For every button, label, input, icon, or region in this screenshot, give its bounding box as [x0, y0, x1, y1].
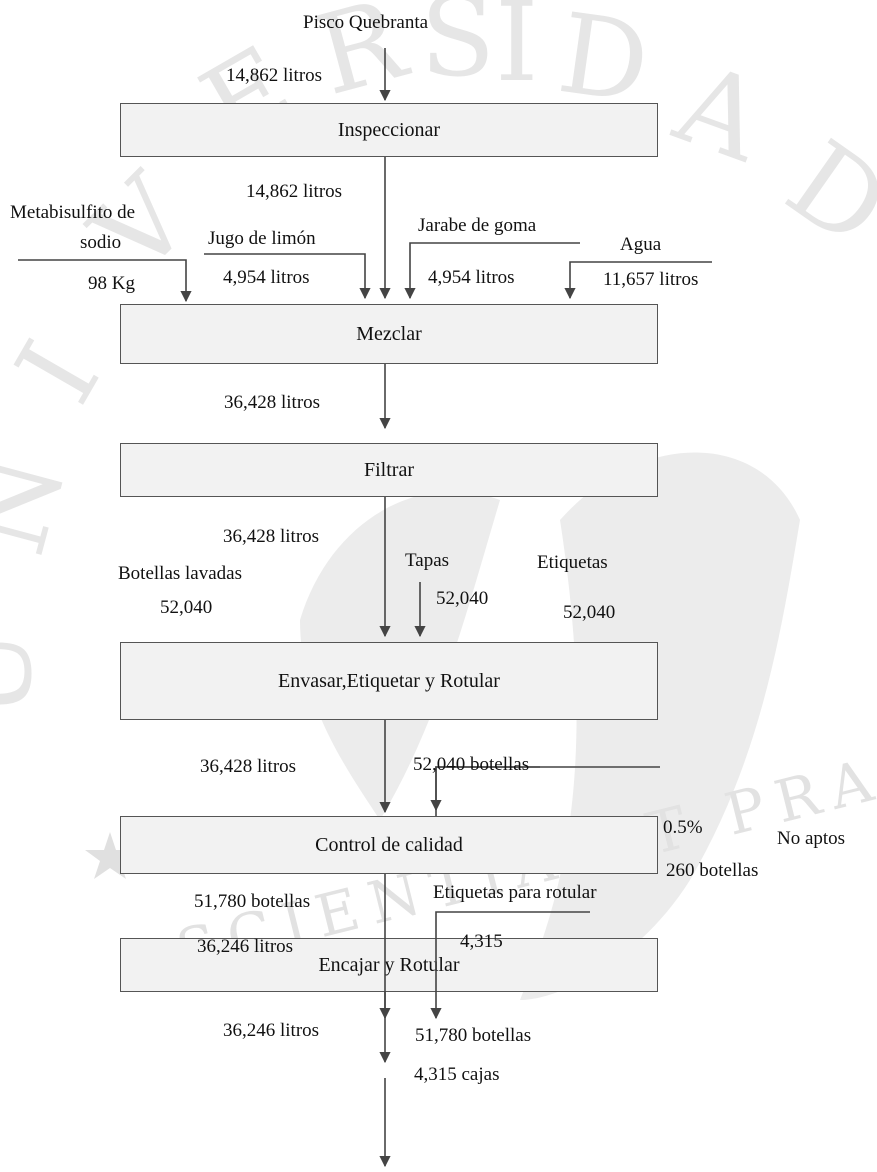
input-tapas-qty: 52,040 [436, 588, 489, 609]
step-label: Control de calidad [315, 833, 463, 856]
step-label: Inspeccionar [337, 118, 441, 141]
input-agua-qty: 11,657 litros [603, 269, 699, 290]
flow-envasar-out-litros: 36,428 litros [200, 756, 297, 777]
flow-mezclar-out: 36,428 litros [224, 392, 321, 413]
reject-pct: 0.5% [663, 817, 703, 838]
flow-final-botellas: 51,780 botellas [415, 1025, 532, 1046]
input-limon-qty: 4,954 litros [223, 267, 310, 288]
step-label: Encajar y Rotular [318, 953, 460, 976]
input-etiquetas-name: Etiquetas [537, 552, 608, 573]
input-pisco-name: Pisco Quebranta [303, 12, 429, 33]
step-label: Mezclar [356, 322, 422, 345]
input-etiquetas-rotular-qty: 4,315 [460, 931, 503, 952]
reject-label: No aptos [777, 828, 846, 849]
flow-filtrar-out: 36,428 litros [223, 526, 320, 547]
input-botellas-qty: 52,040 [160, 597, 213, 618]
step-control-calidad: Control de calidad [120, 816, 658, 874]
reject-qty: 260 botellas [666, 860, 759, 881]
input-goma-qty: 4,954 litros [428, 267, 515, 288]
step-label: Envasar,Etiquetar y Rotular [278, 669, 500, 692]
wm-letter: I [495, 0, 538, 106]
flow-final-cajas: 4,315 cajas [414, 1064, 500, 1085]
flow-control-out-botellas: 51,780 botellas [194, 891, 311, 912]
input-agua-name: Agua [620, 234, 662, 255]
input-pisco-qty: 14,862 litros [226, 65, 323, 86]
input-goma-name: Jarabe de goma [418, 215, 537, 236]
input-metabisulfito-qty: 98 Kg [88, 273, 135, 294]
step-filtrar: Filtrar [120, 443, 658, 497]
input-metabisulfito-name-2: sodio [80, 232, 122, 253]
input-etiquetas-rotular-name: Etiquetas para rotular [433, 882, 597, 903]
step-label: Filtrar [364, 458, 414, 481]
step-mezclar: Mezclar [120, 304, 658, 364]
flow-inspeccionar-out: 14,862 litros [246, 181, 343, 202]
step-encajar: Encajar y Rotular [120, 938, 658, 992]
input-limon-name: Jugo de limón [208, 228, 316, 249]
wm-letter: U [0, 627, 56, 720]
input-botellas-name: Botellas lavadas [118, 563, 242, 584]
input-etiquetas-qty: 52,040 [563, 602, 616, 623]
input-metabisulfito-name-1: Metabisulfito de [10, 202, 136, 223]
flow-envasar-out-botellas: 52,040 botellas [413, 754, 530, 775]
step-envasar: Envasar,Etiquetar y Rotular [120, 642, 658, 720]
flow-control-out-litros: 36,246 litros [197, 936, 294, 957]
wm-letter: S [420, 0, 495, 101]
flow-final-litros: 36,246 litros [223, 1020, 320, 1041]
step-inspeccionar: Inspeccionar [120, 103, 658, 157]
input-tapas-name: Tapas [405, 550, 450, 571]
